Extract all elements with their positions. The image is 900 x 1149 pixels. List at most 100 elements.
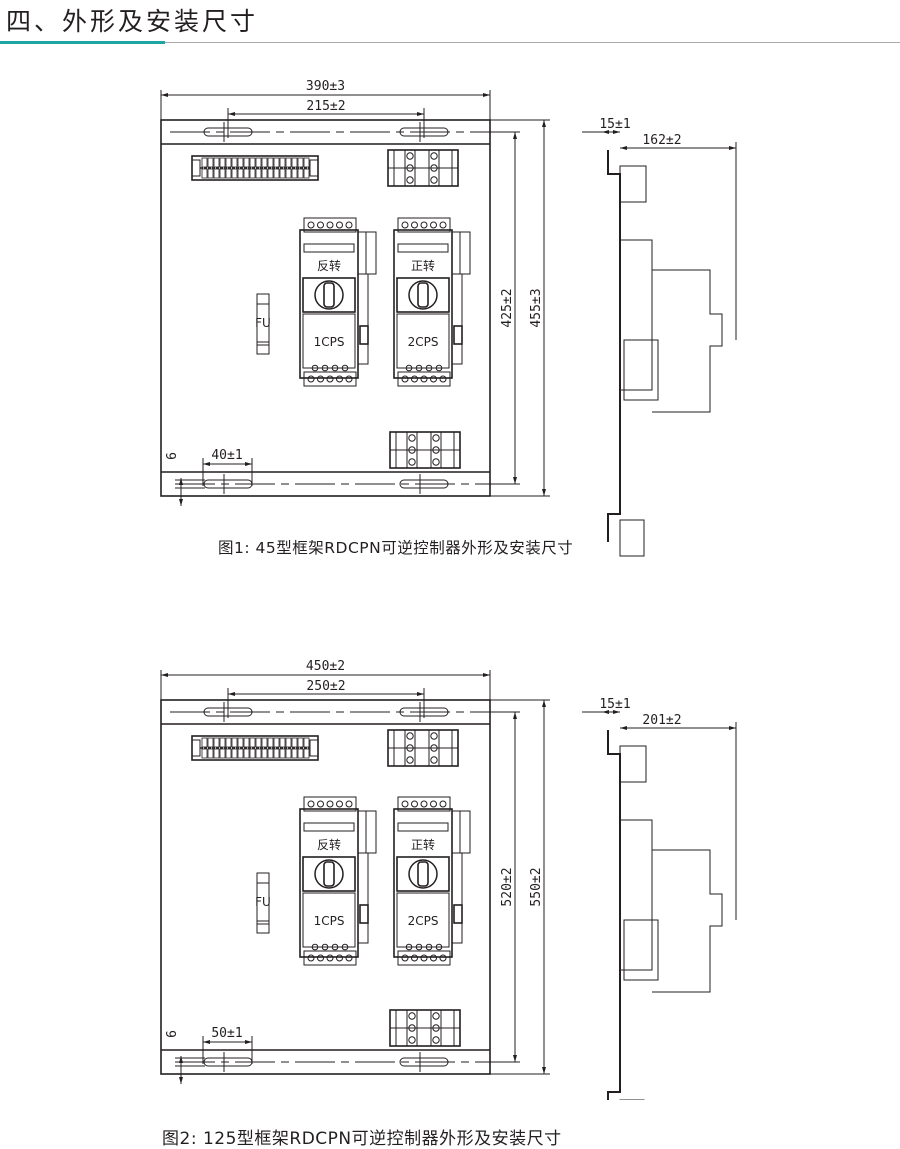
screw-icon xyxy=(408,1012,416,1020)
strip-cell xyxy=(243,157,250,168)
strip-cell xyxy=(291,168,298,179)
side-rail xyxy=(357,852,369,944)
arrowhead xyxy=(513,712,517,719)
fuse-body xyxy=(256,872,270,934)
top-right-mounting-slot xyxy=(399,702,449,722)
side-rail xyxy=(451,273,463,365)
knob-panel xyxy=(396,856,450,892)
fuse: FU xyxy=(255,872,271,934)
strip-endcap xyxy=(309,739,319,757)
edge-offset-label: 6 xyxy=(165,1030,180,1038)
screw-icon xyxy=(430,756,438,764)
strip-cell xyxy=(261,168,268,179)
knob-grip xyxy=(323,861,335,887)
arrowhead xyxy=(613,710,620,714)
arrowhead xyxy=(179,499,183,506)
arrowhead xyxy=(542,489,546,496)
side-contact-block xyxy=(451,231,471,275)
terminal-screw-icon xyxy=(405,364,413,372)
hole-pitch-label: 425±2 xyxy=(500,288,515,327)
bottom-right-mounting-slot xyxy=(399,1052,449,1072)
terminal-screw-icon xyxy=(336,375,343,383)
bracket-offset-label: 15±1 xyxy=(599,697,630,712)
hole-pitch-label: 520±2 xyxy=(500,867,515,906)
section-divider xyxy=(0,42,900,43)
bottom-connector xyxy=(303,371,357,387)
terminal-screw-icon xyxy=(307,800,315,808)
top-connector xyxy=(303,796,357,812)
strip-cell xyxy=(279,737,286,748)
module-face xyxy=(396,892,450,948)
arrowhead xyxy=(620,726,627,730)
figure-2-caption: 图2: 125型框架RDCPN可逆控制器外形及安装尺寸 xyxy=(162,1129,562,1149)
strip-cell xyxy=(219,168,226,179)
terminal-screw-icon xyxy=(439,954,447,962)
control-terminal-strip xyxy=(191,155,319,181)
side-latch xyxy=(359,904,369,924)
bracket-offset-dimension xyxy=(602,130,620,134)
terminal-post xyxy=(404,729,416,767)
terminal-screw-icon xyxy=(341,943,349,951)
screw-icon xyxy=(432,446,440,454)
fuse-label: FU xyxy=(255,316,271,330)
strip-cell xyxy=(279,157,286,168)
terminal-post xyxy=(430,431,442,469)
strip-cell xyxy=(225,748,232,759)
arrowhead xyxy=(161,93,168,97)
fuse-body xyxy=(256,293,270,355)
module-direction-label: 反转 xyxy=(317,837,341,852)
strip-cell xyxy=(219,157,226,168)
terminal-screw-icon xyxy=(401,800,409,808)
overall-height-label: 550±2 xyxy=(529,867,544,906)
terminal-screw-icon xyxy=(430,954,437,962)
terminal-screw-icon xyxy=(331,364,339,372)
figure-1-caption: 图1: 45型框架RDCPN可逆控制器外形及安装尺寸 xyxy=(218,539,574,557)
arrowhead xyxy=(203,462,210,466)
arrowhead xyxy=(513,132,517,139)
knob-panel xyxy=(396,277,450,313)
side-module-body xyxy=(619,819,653,971)
module-window xyxy=(397,822,449,832)
arrowhead xyxy=(228,692,235,696)
screw-icon xyxy=(408,446,416,454)
strip-cell xyxy=(243,737,250,748)
screw-icon xyxy=(430,152,438,160)
hole-spacing-dimension xyxy=(228,692,424,696)
screw-icon xyxy=(408,434,416,442)
module-window xyxy=(303,822,355,832)
top-right-mounting-slot xyxy=(399,122,449,142)
slot-outline xyxy=(399,479,449,489)
arrowhead xyxy=(228,112,235,116)
rotary-knob-icon xyxy=(408,280,438,310)
depth-dimension xyxy=(620,146,736,150)
strip-cell xyxy=(249,168,256,179)
top-connector xyxy=(397,796,451,812)
strip-cell xyxy=(219,737,226,748)
bracket-offset-dimension xyxy=(602,710,620,714)
strip-cell xyxy=(225,168,232,179)
arrowhead xyxy=(483,93,490,97)
depth-dimension xyxy=(620,726,736,730)
bottom-connector xyxy=(303,950,357,966)
terminal-screw-icon xyxy=(326,954,334,962)
terminal-screw-icon xyxy=(341,364,349,372)
side-latch xyxy=(453,904,463,924)
overall-width-label: 450±2 xyxy=(306,659,345,674)
bottom-connector xyxy=(397,950,451,966)
top-left-mounting-slot xyxy=(203,122,253,142)
strip-cell xyxy=(201,157,208,168)
bottom-connector xyxy=(397,371,451,387)
terminal-screw-icon xyxy=(425,364,433,372)
strip-cell xyxy=(267,168,274,179)
arrowhead xyxy=(245,462,252,466)
overall-height-dimension xyxy=(542,700,546,1074)
terminal-screw-icon xyxy=(405,943,413,951)
strip-cell xyxy=(273,737,280,748)
control-terminal-strip xyxy=(191,735,319,761)
slot-outline xyxy=(203,707,253,717)
